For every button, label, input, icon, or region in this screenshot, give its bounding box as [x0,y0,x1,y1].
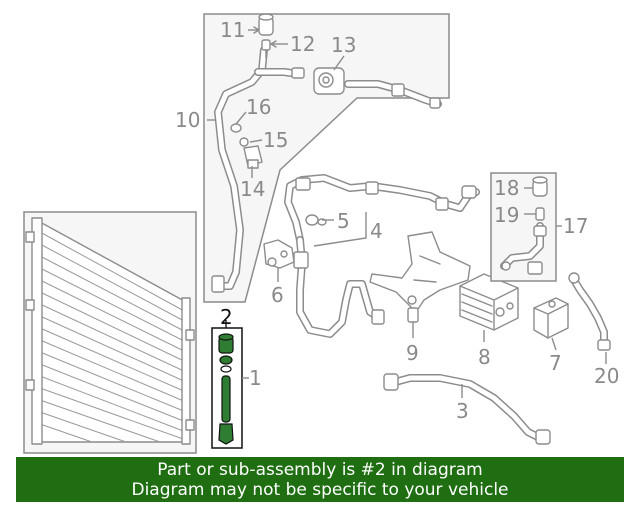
callout-20: 20 [594,364,619,388]
valve-core-19 [535,207,545,221]
drier-group [211,320,249,449]
condenser-fins [39,231,187,443]
sensor-o-ring [230,123,249,147]
callout-15: 15 [263,128,288,152]
callout-4: 4 [370,219,383,243]
drier-plug [218,423,234,445]
right-panel-group [490,172,557,282]
filter-block [459,273,519,331]
small-hose [568,272,611,351]
drier-o-ring-lower [220,365,232,373]
condenser-left-tank [31,217,43,445]
callout-10: 10 [175,108,200,132]
suction-hose-group [203,13,450,303]
callout-11: 11 [220,18,245,42]
pressure-sensor [243,145,263,169]
o-ring-fitting [305,214,327,226]
discharge-hose-group [284,174,480,338]
pressure-switch [313,67,345,95]
condenser-right-tank [181,297,191,445]
callout-14: 14 [240,177,265,201]
banner-line-1: Part or sub-assembly is #2 in diagram [157,460,483,480]
callout-8: 8 [478,345,491,369]
drier-o-ring-upper [219,355,233,365]
lower-hose [383,373,551,445]
leader-lines [207,26,607,398]
callout-16: 16 [246,95,271,119]
valve-core [261,39,271,59]
callout-19: 19 [494,203,519,227]
service-cap-18 [532,176,548,197]
condenser-group [23,211,197,454]
service-valve-cap [258,13,274,36]
callout-1: 1 [249,366,262,390]
callout-7: 7 [549,351,562,375]
callout-18: 18 [494,176,519,200]
callout-5: 5 [337,209,350,233]
disclaimer-banner: Part or sub-assembly is #2 in diagram Di… [16,457,624,502]
callout-3: 3 [456,399,469,423]
hose-bracket [263,239,295,269]
callout-13: 13 [331,33,356,57]
callout-9: 9 [406,341,419,365]
drier-cartridge [221,375,231,423]
mounting-bracket [369,231,471,323]
callout-12: 12 [290,32,315,56]
banner-line-2: Diagram may not be specific to your vehi… [131,480,509,500]
expansion-valve [533,297,569,339]
callout-labels: 1 2 3 4 5 6 7 8 9 10 11 12 13 14 15 16 1… [175,18,619,423]
callout-17: 17 [563,214,588,238]
callout-6: 6 [271,283,284,307]
callout-2: 2 [220,305,233,329]
drier-cap [218,333,234,354]
condenser-brackets [25,231,195,431]
hose-fitting-upper [291,67,305,79]
